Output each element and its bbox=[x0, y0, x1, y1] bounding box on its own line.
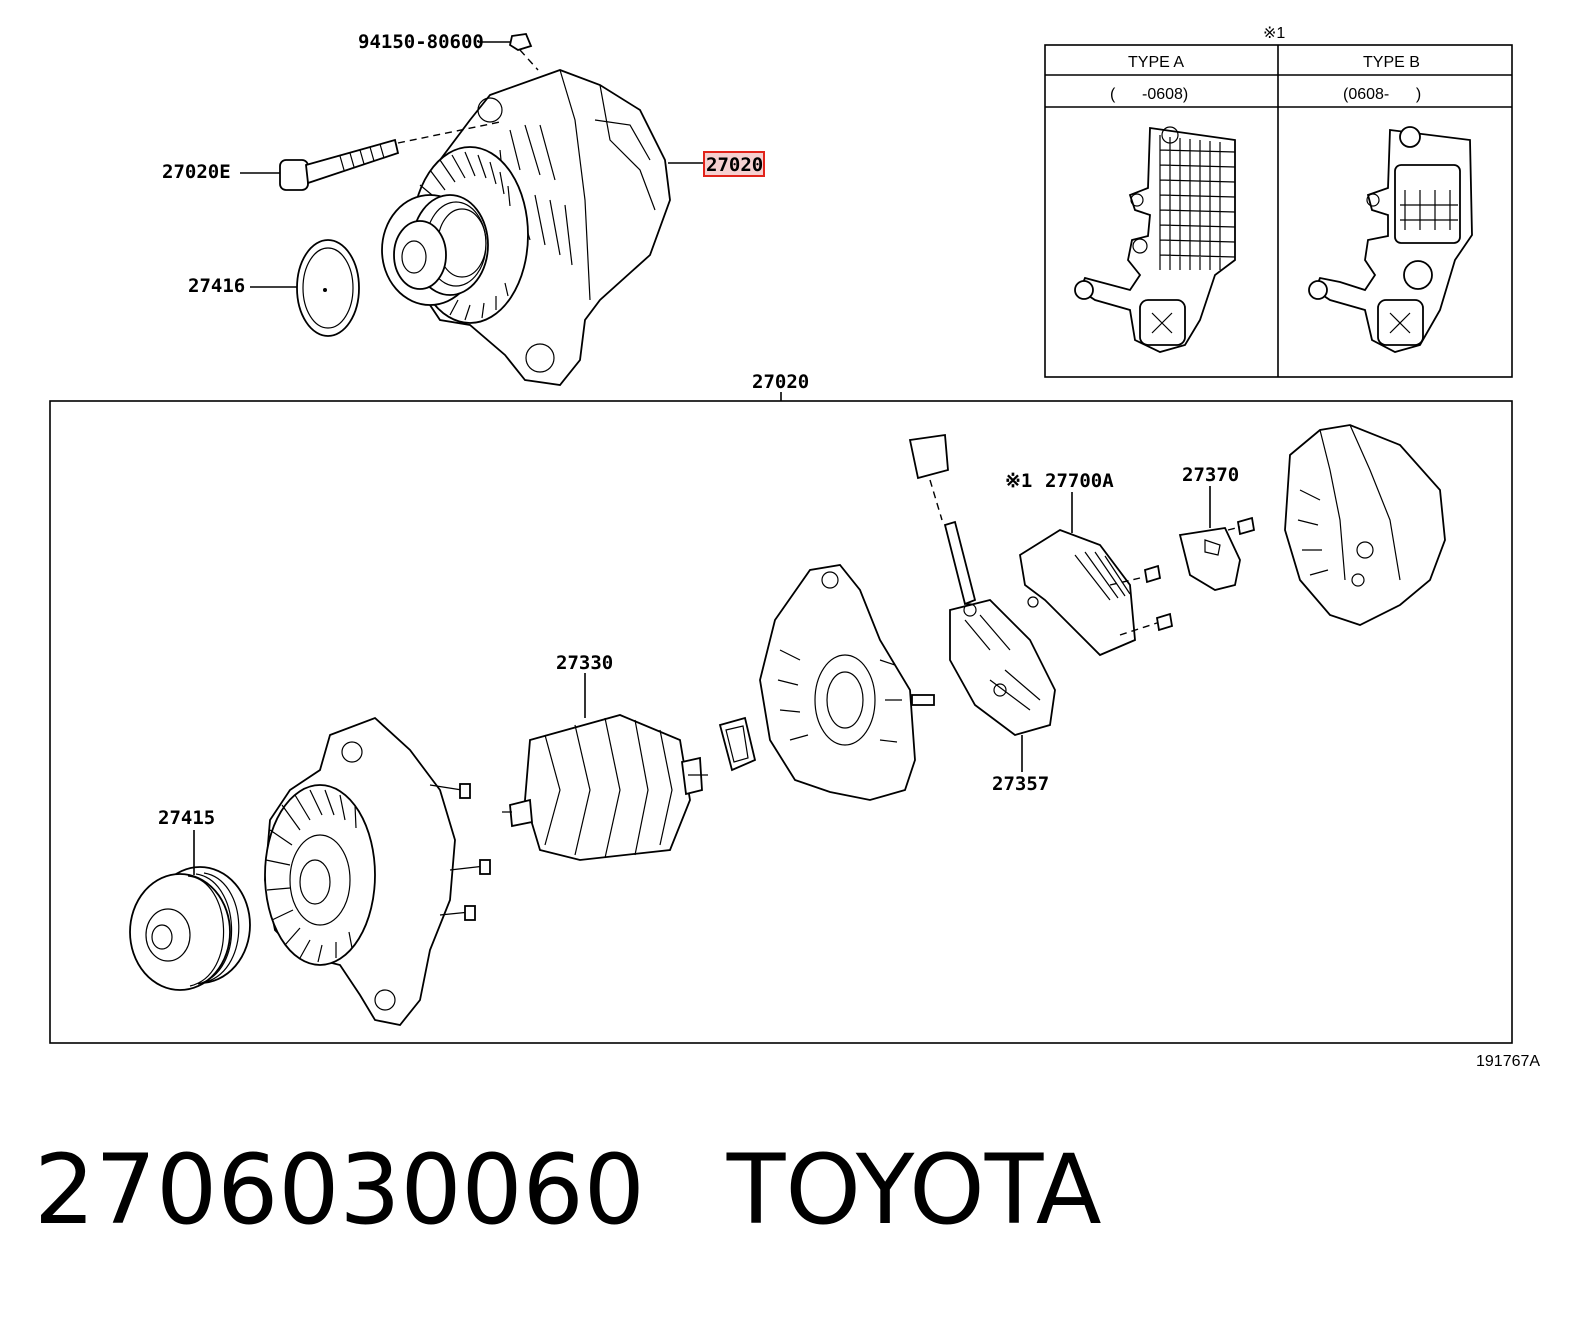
callout-rotor: 27330 bbox=[556, 652, 613, 674]
pulley-part bbox=[129, 866, 251, 991]
type-b-range: (0608- ) bbox=[1343, 86, 1421, 103]
regulator-type-table: ※1 TYPE A ( -0608) TYPE B (0608- ) bbox=[1044, 25, 1513, 378]
callout-assembly: 27020 bbox=[752, 371, 809, 393]
callout-nut: 94150-80600 bbox=[358, 31, 484, 53]
brush-holder-part bbox=[908, 433, 1056, 736]
callout-plate: 27416 bbox=[188, 275, 245, 297]
callout-pulley: 27415 bbox=[158, 807, 215, 829]
callout-regulator-note: ※1 bbox=[1005, 470, 1032, 492]
part-number: 2706030060 bbox=[34, 1134, 645, 1246]
plate-part bbox=[296, 239, 360, 337]
callout-highlight bbox=[703, 151, 765, 177]
regulator-part bbox=[1019, 529, 1136, 657]
regulator-type-a-illustration bbox=[1074, 126, 1236, 353]
callout-alternator[interactable]: 27020 bbox=[706, 154, 763, 176]
part-caption: 2706030060 TOYOTA bbox=[34, 1135, 1102, 1245]
rear-cover-part bbox=[1284, 424, 1446, 626]
callout-bolt: 27020E bbox=[162, 161, 231, 183]
type-a-range: ( -0608) bbox=[1110, 86, 1188, 103]
insulator-part bbox=[718, 716, 757, 772]
rear-housing-part bbox=[759, 564, 935, 801]
front-housing-part bbox=[264, 716, 491, 1026]
type-b-label: TYPE B bbox=[1363, 54, 1420, 71]
bolt-part bbox=[279, 138, 400, 191]
regulator-type-b-illustration bbox=[1308, 126, 1473, 353]
callout-terminal-cover: 27370 bbox=[1182, 464, 1239, 486]
assembly-frame bbox=[49, 400, 1513, 1044]
illustration-ref: 191767A bbox=[1476, 1053, 1540, 1070]
nut-part bbox=[508, 33, 533, 51]
terminal-cover-part bbox=[1178, 516, 1256, 591]
type-table-note: ※1 bbox=[1263, 25, 1285, 42]
brand-name: TOYOTA bbox=[726, 1134, 1102, 1246]
type-a-label: TYPE A bbox=[1128, 54, 1184, 71]
callout-regulator: 27700A bbox=[1045, 470, 1114, 492]
callout-brush-holder: 27357 bbox=[992, 773, 1049, 795]
alternator-top-illustration bbox=[279, 33, 671, 386]
rotor-part bbox=[502, 714, 708, 861]
